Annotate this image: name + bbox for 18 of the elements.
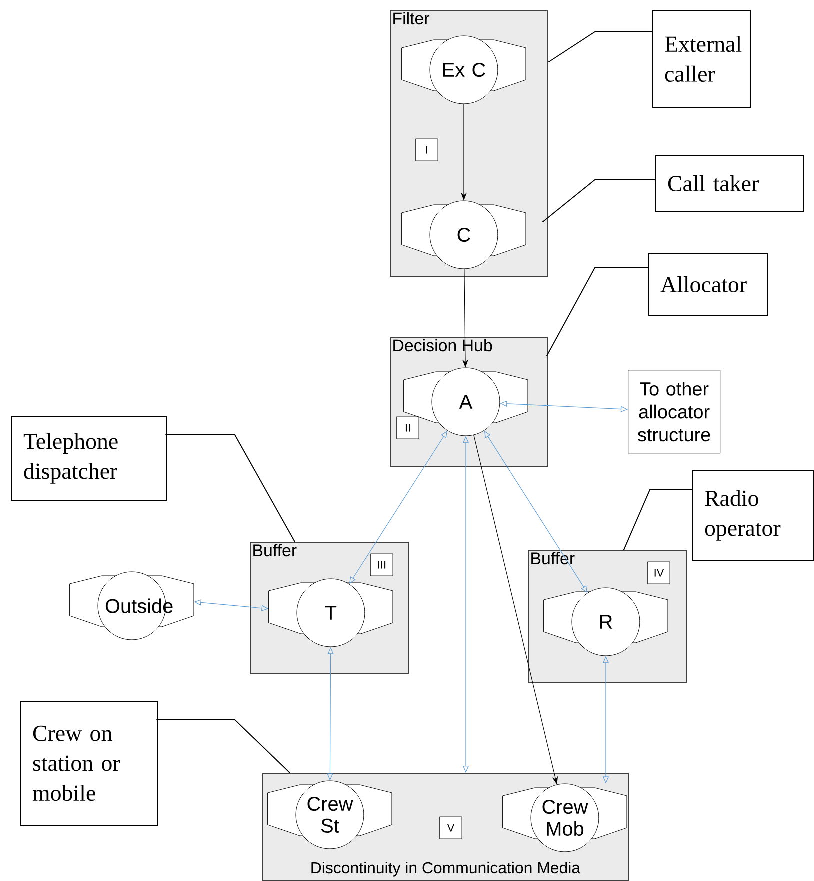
leader-line	[156, 720, 290, 774]
text-box: To other allocator structure	[628, 370, 721, 454]
callout-box: Crew on station or mobile	[20, 701, 158, 826]
callout-box: Call taker	[655, 155, 804, 212]
callout-box: Allocator	[648, 253, 768, 316]
callout-box: Telephone dispatcher	[11, 416, 167, 501]
leader-line	[548, 32, 652, 62]
leader-line	[542, 180, 656, 222]
leader-line	[166, 434, 296, 542]
stage-number-box: III	[370, 554, 394, 576]
leader-line	[546, 268, 648, 356]
stage-number-box: I	[416, 138, 438, 162]
stage-number-box: II	[396, 416, 420, 440]
leader-line	[624, 490, 692, 550]
stage-number-box: V	[440, 816, 462, 840]
callout-box: External caller	[652, 10, 751, 108]
stage-number-box: IV	[648, 562, 670, 584]
callout-box: Radio operator	[692, 470, 814, 561]
